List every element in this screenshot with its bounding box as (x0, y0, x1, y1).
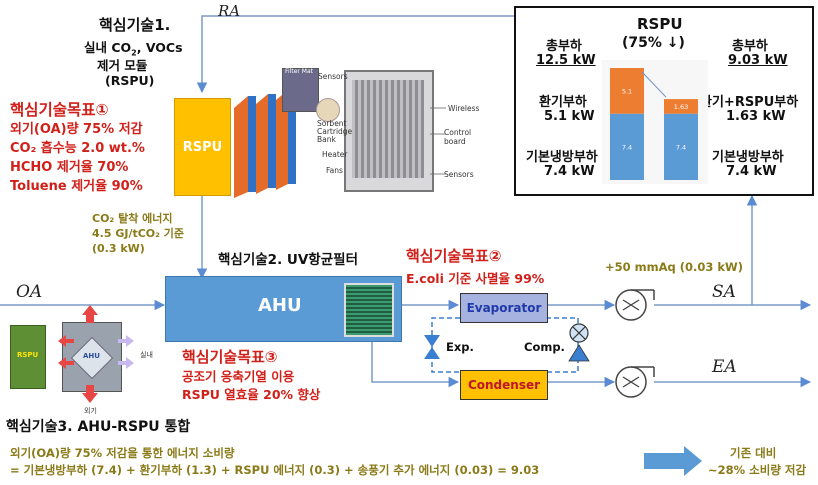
goal3-title: 핵심기술목표③ (182, 348, 278, 366)
tech3-title: 핵심기술3. AHU-RSPU 통합 (6, 419, 191, 435)
mini-rspu-box: RSPU (10, 325, 46, 389)
bar-segment-0-1 (610, 68, 644, 114)
goal3-items: 공조기 응축기열 이용 RSPU 열효율 20% 향상 (182, 369, 321, 402)
goal2-title: 핵심기술목표② (406, 247, 502, 265)
exhaust-fan-icon (615, 366, 655, 398)
uv-filter-image (344, 283, 394, 337)
ea-label: EA (712, 357, 737, 377)
goal1-items: 외기(OA)량 75% 저감 CO₂ 흡수능 2.0 wt.% HCHO 제거율… (10, 122, 145, 194)
bar-value-label-0-0: 7.4 (622, 143, 632, 151)
energy-block: CO₂ 탈착 에너지 4.5 GJ/tCO₂ 기준 (0.3 kW) (92, 212, 185, 255)
bar-segment-0-0 (610, 113, 644, 180)
tech1-line3: 제거 모듈 (97, 58, 148, 73)
bar-segment-1-1 (664, 99, 698, 114)
wireless-label: Wireless (448, 104, 480, 113)
mini-outdoor-label: 외기 (84, 407, 97, 415)
sensors-top-label: Sensors (318, 72, 348, 81)
filter-mat-label: Filter Mat (285, 68, 313, 75)
bar-value-label-0-1: 5.1 (622, 87, 632, 95)
left-total-value: 12.5 kW (536, 53, 596, 68)
tech2-title: 핵심기술2. UV항균필터 (218, 252, 358, 268)
right-total-label: 총부하 (732, 39, 768, 54)
sa-label: SA (712, 282, 736, 302)
goal1-title: 핵심기술목표① (10, 101, 109, 119)
bar-value-label-1-0: 7.4 (676, 143, 686, 151)
mini-airflow-arrows (58, 305, 134, 403)
ahu-label: AHU (258, 295, 302, 316)
base-left-value: 7.4 kW (544, 164, 595, 179)
ra-label: RA (218, 2, 241, 20)
condenser-box: Condenser (460, 370, 548, 400)
mini-indoor-label: 실내 (140, 351, 153, 359)
vent-value: 5.1 kW (544, 109, 595, 124)
base-right-value: 7.4 kW (726, 164, 777, 179)
base-left-label: 기본냉방부하 (526, 150, 598, 165)
vent-rspu-value: 1.63 kW (726, 109, 786, 124)
tech1-line2: 실내 CO2, VOCs (84, 40, 183, 58)
fans-label: Fans (326, 166, 343, 175)
compare-line2: ~28% 소비량 저감 (708, 463, 807, 477)
load-bar-chart: 7.4 5.1 7.4 1.63 (602, 60, 708, 184)
expansion-valve-icon (424, 335, 440, 359)
rspu-device-image (344, 70, 434, 192)
summary-line1: 외기(OA)량 75% 저감을 통한 에너지 소비량 (10, 446, 235, 460)
ahu-to-cond-line (371, 340, 460, 388)
vent-label: 환기부하 (539, 95, 587, 110)
pressure-label: +50 mmAq (0.03 kW) (605, 260, 743, 274)
filter-mat-image (282, 68, 319, 112)
reduction-trend-line (641, 71, 667, 98)
base-right-label: 기본냉방부하 (712, 150, 784, 165)
refrigerant-loop-right (546, 317, 579, 373)
ahu-box: AHU (165, 276, 402, 342)
left-total-label: 총부하 (546, 39, 582, 54)
bar-segment-1-0 (664, 113, 698, 180)
summary-line2: = 기본냉방부하 (7.4) + 환기부하 (1.3) + RSPU 에너지 (… (10, 463, 540, 477)
ra-line (196, 15, 514, 94)
evaporator-box: Evaporator (460, 293, 548, 323)
vent-rspu-label: 환기+RSPU부하 (700, 95, 799, 110)
refrigerant-loop-left (431, 317, 460, 373)
exp-label: Exp. (446, 340, 474, 354)
sorbent-cartridges-graphic (234, 90, 296, 198)
mini-ahu-box: AHU (62, 322, 122, 392)
rspu-load-panel: RSPU (75% ↓) 총부하 12.5 kW 총부하 9.03 kW 환기부… (514, 6, 814, 196)
tech1-line4: (RSPU) (105, 73, 155, 88)
supply-fan-icon (615, 289, 655, 321)
right-total-value: 9.03 kW (728, 53, 788, 68)
bar-value-label-1-1: 1.63 (674, 103, 688, 111)
goal2-item: E.coli 기준 사멸율 99% (406, 271, 545, 286)
heater-label: Heater (322, 150, 348, 159)
compare-line1: 기존 대비 (730, 446, 777, 460)
panel-subtitle: (75% ↓) (622, 35, 685, 51)
rspu-box: RSPU (174, 98, 231, 196)
reduction-arrow-icon (644, 446, 702, 476)
comp-label: Comp. (524, 340, 565, 354)
panel-title: RSPU (637, 15, 683, 33)
compressor-icon (568, 323, 590, 362)
tech1-title: 핵심기술1. (99, 16, 171, 34)
sorbent-bank-image (316, 98, 340, 122)
device-leader-lines (430, 107, 446, 175)
oa-label: OA (16, 282, 43, 302)
sensors-bottom-label: Sensors (444, 170, 474, 179)
